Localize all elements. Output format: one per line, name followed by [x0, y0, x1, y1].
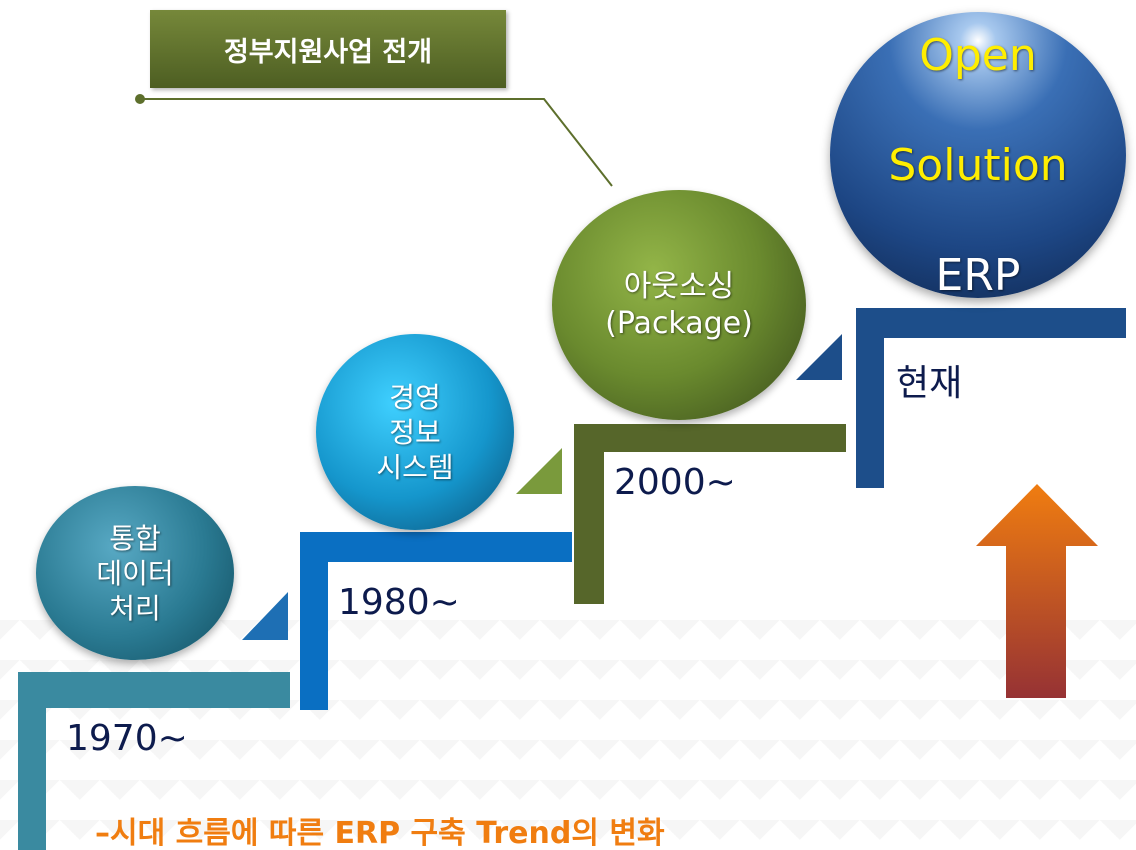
step-1970-horizontal [18, 672, 290, 708]
step-1980-triangle [516, 448, 562, 494]
up-arrow-shape [976, 484, 1098, 698]
ball-open-solution-erp: Open Solution ERP [830, 12, 1126, 301]
step-2000-horizontal [574, 424, 846, 452]
step-1970-vertical [18, 672, 46, 850]
step-1980-horizontal [300, 532, 572, 562]
ball-management-information-system-label: 경영 정보 시스템 [376, 380, 454, 484]
step-1980-vertical [300, 532, 328, 710]
year-1970: 1970~ [66, 718, 188, 759]
step-2000-vertical [574, 424, 604, 604]
step-current-vertical [856, 308, 884, 488]
year-1980: 1980~ [338, 582, 460, 623]
background-pattern [0, 620, 1136, 850]
ball-outsourcing-package-label: 아웃소싱 (Package) [605, 268, 753, 342]
up-arrow [976, 484, 1098, 698]
connector-dot [135, 94, 145, 104]
step-2000-triangle [796, 334, 842, 380]
ball-management-information-system: 경영 정보 시스템 [316, 334, 514, 530]
ball-integrated-data-processing: 통합 데이터 처리 [36, 486, 234, 660]
ball-integrated-data-processing-label: 통합 데이터 처리 [96, 521, 174, 625]
year-2000: 2000~ [614, 462, 736, 503]
ball-open-solution-erp-label: Open Solution ERP [888, 0, 1067, 358]
step-current-horizontal [856, 308, 1126, 338]
bottom-caption: –시대 흐름에 따른 ERP 구축 Trend의 변화 [95, 816, 665, 850]
connector-line [140, 98, 613, 187]
step-1970-triangle [242, 592, 288, 640]
year-current: 현재 [896, 363, 963, 404]
erp-text: ERP [935, 249, 1021, 301]
government-support-tag: 정부지원사업 전개 [150, 10, 506, 88]
ball-outsourcing-package: 아웃소싱 (Package) [552, 190, 806, 420]
solution-text: Solution [888, 139, 1068, 191]
open-text: Open [919, 29, 1037, 81]
